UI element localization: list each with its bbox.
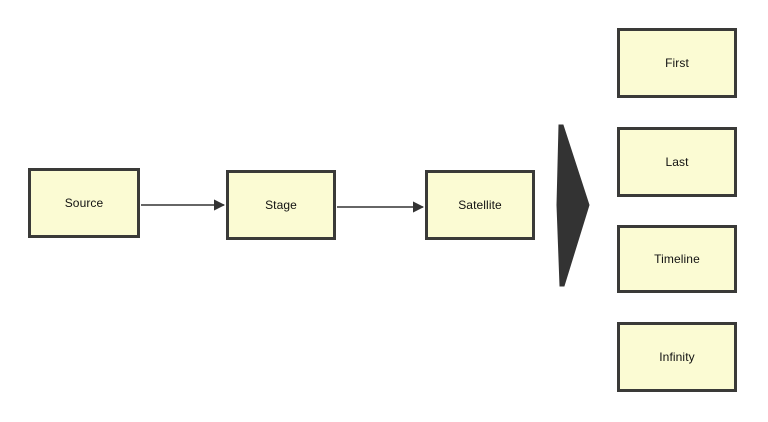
node-timeline-label: Timeline <box>654 252 700 266</box>
node-source-label: Source <box>64 196 104 210</box>
node-first[interactable]: First <box>617 28 737 98</box>
node-timeline[interactable]: Timeline <box>617 225 737 293</box>
node-first-label: First <box>665 56 689 70</box>
node-last[interactable]: Last <box>617 127 737 197</box>
node-infinity[interactable]: Infinity <box>617 322 737 392</box>
node-stage[interactable]: Stage <box>226 170 336 240</box>
node-stage-label: Stage <box>265 198 297 212</box>
node-source[interactable]: Source <box>28 168 140 238</box>
node-satellite[interactable]: Satellite <box>425 170 535 240</box>
chevron-bracket-icon <box>556 124 590 287</box>
node-last-label: Last <box>665 155 689 169</box>
node-infinity-label: Infinity <box>659 350 695 364</box>
node-satellite-label: Satellite <box>458 198 502 212</box>
